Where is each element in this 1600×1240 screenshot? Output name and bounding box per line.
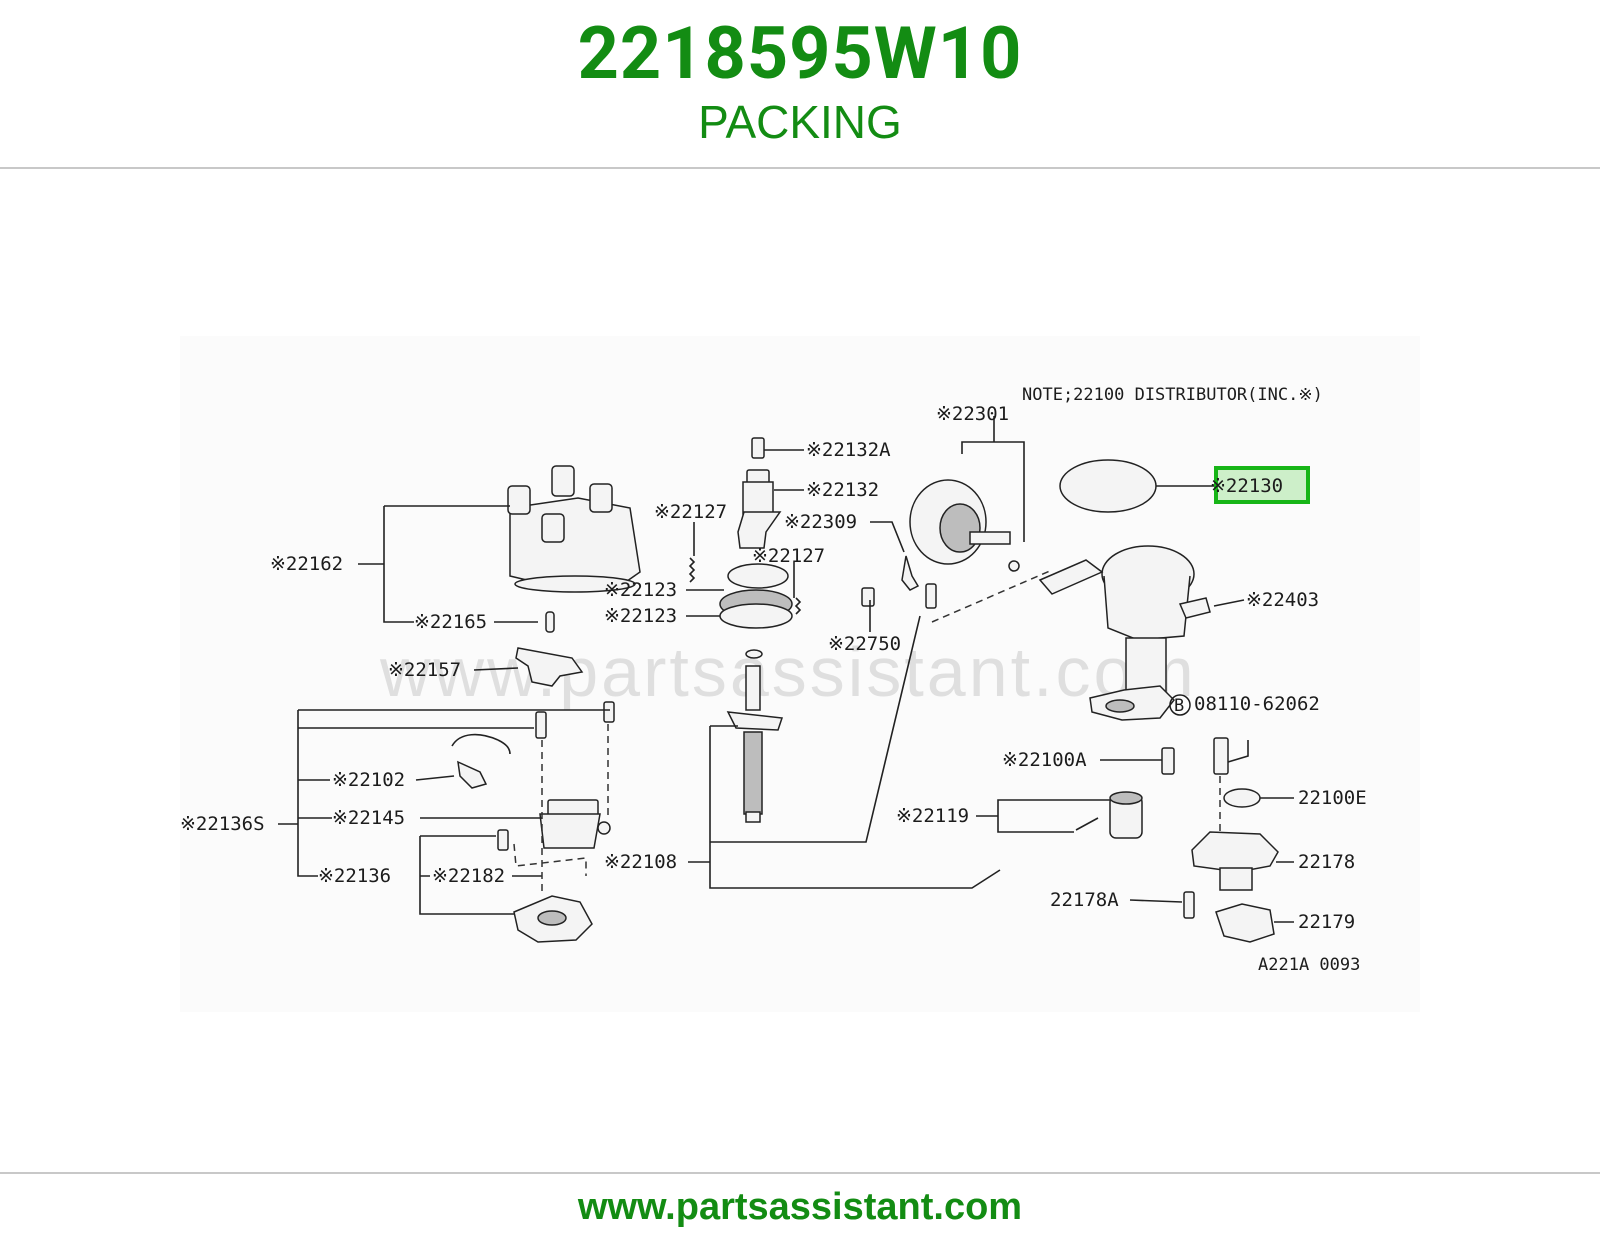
callout-22179[interactable]: 22179	[1298, 911, 1355, 933]
breaker-plate-drawing	[513, 895, 593, 943]
part-name-subtitle: PACKING	[698, 96, 902, 148]
callout-22309[interactable]: ※22309	[784, 511, 857, 533]
callout-22132[interactable]: ※22132	[806, 479, 879, 501]
callout-22132A[interactable]: ※22132A	[806, 439, 891, 461]
page-header: 2218595W10 PACKING	[0, 0, 1600, 168]
callout-22403[interactable]: ※22403	[1246, 589, 1319, 611]
distributor-cap-drawing	[507, 465, 641, 593]
callout-22127-left[interactable]: ※22127	[654, 501, 727, 523]
highlight-box	[1214, 466, 1310, 504]
screw-22750-drawing	[861, 587, 875, 607]
rotor-drawing	[515, 647, 584, 687]
screw-22100A-drawing	[1161, 747, 1175, 775]
callout-22108[interactable]: ※22108	[604, 851, 677, 873]
header-divider	[0, 167, 1600, 169]
callout-08110-62062[interactable]: B 08110-62062	[1169, 693, 1320, 716]
callout-22130: ※22130	[1210, 475, 1283, 497]
leader-lines	[278, 416, 1294, 923]
callout-22157[interactable]: ※22157	[388, 659, 461, 681]
housing-plate-drawing	[1191, 831, 1279, 873]
callout-22127-right[interactable]: ※22127	[752, 545, 825, 567]
governor-weights-drawing	[719, 563, 793, 629]
callout-22123-lower[interactable]: ※22123	[604, 605, 677, 627]
callout-22136[interactable]: ※22136	[318, 865, 391, 887]
callout-08110-prefix: B	[1174, 696, 1184, 716]
gasket-drawing	[1215, 903, 1275, 943]
callout-22119[interactable]: ※22119	[896, 805, 969, 827]
callout-22100A[interactable]: ※22100A	[1002, 749, 1087, 771]
terminal-drawing	[1178, 597, 1211, 619]
housing-plate-neck-drawing	[1219, 867, 1253, 891]
bracket-drawing	[901, 555, 920, 591]
carbon-point-drawing	[545, 611, 555, 633]
screw-22178A-drawing	[1183, 891, 1195, 919]
bolt-08110-drawing	[1213, 737, 1229, 775]
screw-short-drawing	[925, 583, 937, 609]
callout-22178A[interactable]: 22178A	[1050, 889, 1119, 911]
figure-code: A221A 0093	[1258, 955, 1360, 975]
pickup-coil-drawing	[451, 733, 511, 789]
callout-22165[interactable]: ※22165	[414, 611, 487, 633]
parts-diagram: www.partsassistant.com NOTE;22100 DISTRI…	[180, 336, 1420, 1012]
spring-left-drawing	[688, 557, 696, 583]
collar-drawing	[1075, 791, 1143, 839]
packing-ring-drawing	[1059, 459, 1157, 513]
screw-plate-right-drawing	[603, 701, 615, 723]
callout-22301[interactable]: ※22301	[936, 403, 1009, 425]
shaft-drawing	[726, 649, 784, 823]
vacuum-controller-drawing	[909, 479, 1020, 572]
callout-08110-text: 08110-62062	[1194, 693, 1320, 715]
callout-22750[interactable]: ※22750	[828, 633, 901, 655]
footer-divider	[0, 1172, 1600, 1174]
callout-22136S[interactable]: ※22136S	[180, 813, 265, 835]
callout-22102[interactable]: ※22102	[332, 769, 405, 791]
ic-ignition-unit-drawing	[539, 799, 611, 849]
diagram-note: NOTE;22100 DISTRIBUTOR(INC.※)	[1022, 385, 1323, 405]
footer-site-link[interactable]: www.partsassistant.com	[577, 1186, 1023, 1228]
o-ring-drawing	[1223, 788, 1261, 808]
screw-plate-drawing	[535, 711, 547, 739]
assembly-dashed-lines	[513, 569, 1221, 896]
advancer-drawing	[737, 437, 782, 549]
watermark-text: www.partsassistant.com	[379, 633, 1197, 711]
highlighted-callout-22130[interactable]: ※22130	[1210, 466, 1310, 504]
screw-22182-drawing	[497, 829, 509, 851]
callout-22182[interactable]: ※22182	[432, 865, 505, 887]
spring-right-drawing	[794, 597, 802, 615]
callout-22162[interactable]: ※22162	[270, 553, 343, 575]
callout-22123-upper[interactable]: ※22123	[604, 579, 677, 601]
callout-08110-bolt-icon	[1169, 694, 1191, 716]
callout-22178[interactable]: 22178	[1298, 851, 1355, 873]
part-number-title: 2218595W10	[577, 11, 1023, 96]
distributor-housing-drawing	[1038, 545, 1195, 721]
callout-22145[interactable]: ※22145	[332, 807, 405, 829]
callout-22100E[interactable]: 22100E	[1298, 787, 1367, 809]
